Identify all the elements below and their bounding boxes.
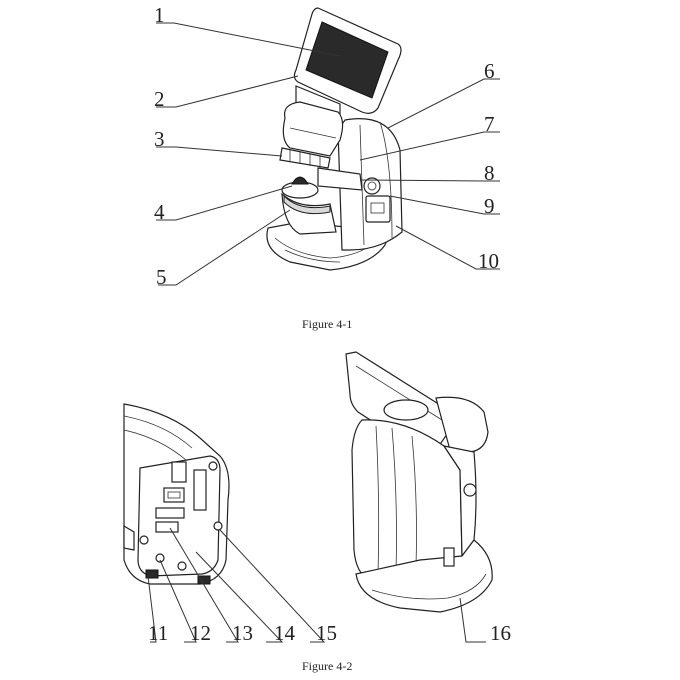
callout-1: 1 (154, 3, 165, 27)
callout-14: 14 (274, 621, 296, 645)
callout-10: 10 (478, 249, 499, 273)
figure-4-1-illustration (266, 7, 403, 271)
figure-4-2-caption: Figure 4-2 (302, 659, 352, 673)
callout-8: 8 (484, 161, 495, 185)
figure-4-2-leader-lines (147, 527, 486, 643)
callout-2: 2 (154, 87, 165, 111)
callout-7: 7 (484, 112, 495, 136)
callout-11: 11 (148, 621, 168, 645)
figure-4-1-caption: Figure 4-1 (302, 317, 352, 331)
figure-4-1-leader-lines (156, 22, 500, 286)
callout-16: 16 (490, 621, 511, 645)
figure-4-2-rear-illustration (345, 351, 493, 613)
callout-15: 15 (316, 621, 337, 645)
callout-3: 3 (154, 127, 165, 151)
figure-4-1-callouts: 1 2 3 4 5 6 7 8 9 10 (154, 3, 499, 289)
callout-12: 12 (190, 621, 211, 645)
callout-6: 6 (484, 59, 495, 83)
callout-5: 5 (156, 265, 167, 289)
callout-13: 13 (232, 621, 253, 645)
figure-4-2-callouts: 11 12 13 14 15 16 (148, 621, 511, 645)
callout-9: 9 (484, 194, 495, 218)
figure-4-2-panel-illustration (123, 403, 230, 585)
callout-4: 4 (154, 200, 165, 224)
